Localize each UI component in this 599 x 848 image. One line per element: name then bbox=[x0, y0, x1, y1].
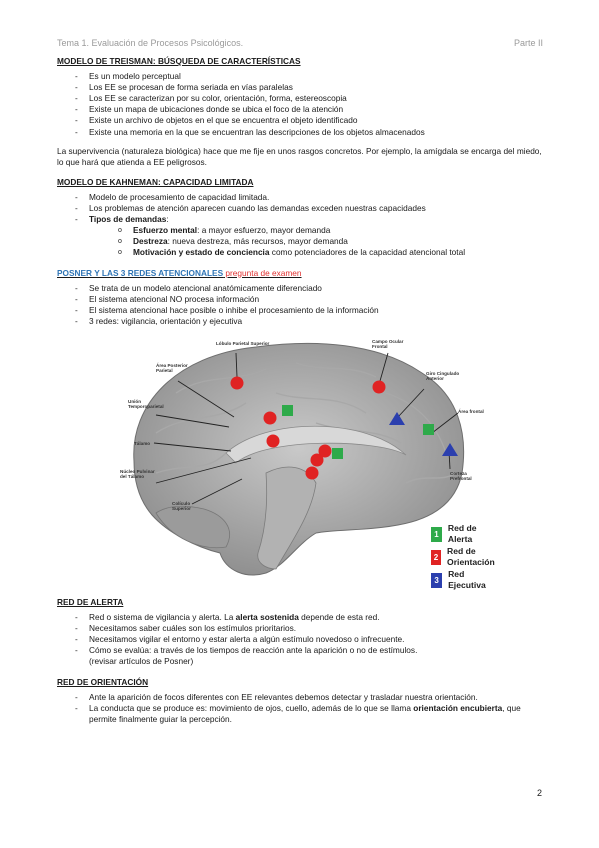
sublist-text: como potenciadores de la capacidad atenc… bbox=[269, 247, 466, 258]
red-marker-lobulo bbox=[230, 376, 244, 390]
list-item: La conducta que se produce es: movimient… bbox=[57, 703, 547, 725]
kahneman-list: Modelo de procesamiento de capacidad lim… bbox=[57, 192, 547, 259]
list-item: Modelo de procesamiento de capacidad lim… bbox=[57, 192, 547, 203]
kahneman-title: MODELO DE KAHNEMAN: CAPACIDAD LIMITADA bbox=[57, 176, 254, 187]
label-area-frontal: Área frontal bbox=[458, 408, 484, 414]
list-item: Necesitamos saber cuáles son los estímul… bbox=[57, 623, 547, 634]
text-span: Red o sistema de vigilancia y alerta. La bbox=[89, 612, 236, 623]
alerta-title: RED DE ALERTA bbox=[57, 596, 124, 607]
cerebellum bbox=[155, 505, 230, 549]
legend-orientacion: 2 Red de Orientación bbox=[431, 546, 500, 568]
list-item: El sistema atencional hace posible o inh… bbox=[57, 305, 547, 316]
label-giro: Giro Cingulado Anterior bbox=[426, 370, 460, 382]
label-lobulo: Lóbulo Parietal Superior bbox=[216, 340, 270, 346]
brain-figure: Lóbulo Parietal Superior Área Posterior … bbox=[116, 332, 495, 590]
text-span: (revisar artículos de Posner) bbox=[89, 656, 194, 667]
orientacion-title: RED DE ORIENTACIÓN bbox=[57, 676, 149, 687]
treisman-paragraph: La supervivencia (naturaleza biológica) … bbox=[57, 145, 542, 167]
text-span: depende de esta red. bbox=[298, 612, 380, 623]
legend-ejecutiva: 3 Red Ejecutiva bbox=[431, 569, 490, 591]
posner-list: Se trata de un modelo atencional anatómi… bbox=[57, 283, 547, 327]
list-item: Los EE se procesan de forma seriada en v… bbox=[57, 82, 547, 93]
page-number: 2 bbox=[536, 788, 542, 798]
green-marker-frontal bbox=[423, 423, 434, 435]
list-item: 3 redes: vigilancia, orientación y ejecu… bbox=[57, 316, 547, 327]
red-marker-campo bbox=[372, 380, 386, 394]
list-item: El sistema atencional NO procesa informa… bbox=[57, 294, 547, 305]
text-span: Cómo se evalúa: a través de los tiempos … bbox=[89, 645, 418, 656]
orientacion-list: Ante la aparición de focos diferentes co… bbox=[57, 692, 547, 725]
list-item: Necesitamos vigilar el entorno y estar a… bbox=[57, 634, 547, 645]
blue-marker-corteza bbox=[442, 442, 458, 456]
alerta-list: Red o sistema de vigilancia y alerta. La… bbox=[57, 612, 547, 667]
legend-label: Red Ejecutiva bbox=[448, 568, 486, 591]
red-marker-union bbox=[266, 434, 280, 448]
list-item-types: Tipos de demandas: Esfuerzo mental: a ma… bbox=[57, 214, 547, 258]
sublist-item: Destreza: nueva destreza, más recursos, … bbox=[89, 236, 547, 247]
sublist-item: Motivación y estado de conciencia como p… bbox=[89, 247, 547, 258]
list-item: Existe un archivo de objetos en el que s… bbox=[57, 115, 547, 126]
list-item: Cómo se evalúa: a través de los tiempos … bbox=[57, 645, 547, 667]
label-union: Unión Temporoparietal bbox=[128, 398, 164, 410]
red-marker-pulvinar bbox=[310, 453, 324, 467]
label-corteza: Corteza Prefrontal bbox=[450, 470, 472, 482]
list-item: Los problemas de atención aparecen cuand… bbox=[57, 203, 547, 214]
bold-span: orientación encubierta bbox=[413, 702, 503, 713]
label-talamo: Tálamo bbox=[134, 440, 151, 446]
legend-box: 2 bbox=[431, 549, 442, 565]
legend-label: Red de Alerta bbox=[447, 522, 477, 545]
pointer-lines bbox=[153, 352, 459, 505]
list-item: Ante la aparición de focos diferentes co… bbox=[57, 692, 547, 703]
label-campo: Campo Ocular Frontal bbox=[372, 338, 404, 350]
types-label: Tipos de demandas bbox=[89, 214, 167, 225]
red-marker-coliculo bbox=[305, 466, 319, 480]
bold-span: alerta sostenida bbox=[235, 612, 299, 623]
legend-label: Red de Orientación bbox=[447, 545, 495, 568]
list-item: Es un modelo perceptual bbox=[57, 71, 547, 82]
page-header-left: Tema 1. Evaluación de Procesos Psicológi… bbox=[57, 38, 244, 48]
page-header-right: Parte II bbox=[513, 38, 543, 48]
blue-marker-giro bbox=[389, 411, 405, 425]
sublist-bold: Esfuerzo mental bbox=[133, 225, 198, 236]
brain-gyri bbox=[155, 362, 457, 484]
posner-title: POSNER Y LAS 3 REDES ATENCIONALES bbox=[57, 267, 224, 278]
label-coliculo: Colículo Superior bbox=[172, 500, 191, 512]
treisman-title: MODELO DE TREISMAN: BÚSQUEDA DE CARACTER… bbox=[57, 56, 301, 66]
sublist-text: : nueva destreza, más recursos, mayor de… bbox=[167, 236, 348, 247]
legend-alerta: 1 Red de Alerta bbox=[431, 523, 488, 545]
green-marker-talamo bbox=[332, 447, 343, 459]
types-colon: : bbox=[166, 214, 169, 225]
sublist-bold: Motivación y estado de conciencia bbox=[133, 247, 270, 258]
red-marker-talamo bbox=[318, 444, 332, 458]
legend-box: 3 bbox=[431, 572, 443, 588]
red-marker-area-posterior bbox=[263, 411, 277, 425]
text-span: , que permite finalmente guiar la percep… bbox=[89, 702, 521, 724]
label-nucleo: Núcleo Pulvinar del Tálamo bbox=[120, 468, 155, 480]
list-item: Existe un mapa de ubicaciones donde se u… bbox=[57, 104, 547, 115]
sublist-item: Esfuerzo mental: a mayor esfuerzo, mayor… bbox=[89, 225, 547, 236]
text-span: La conducta que se produce es: movimient… bbox=[89, 702, 414, 713]
list-item: Se trata de un modelo atencional anatómi… bbox=[57, 283, 547, 294]
list-item: Existe una memoria en la que se encuentr… bbox=[57, 127, 547, 138]
posner-heading: POSNER Y LAS 3 REDES ATENCIONALES pregun… bbox=[57, 268, 547, 279]
treisman-list: Es un modelo perceptual Los EE se proces… bbox=[57, 71, 547, 138]
legend-box: 1 bbox=[431, 526, 442, 542]
label-area-posterior: Área Posterior Parietal bbox=[156, 362, 188, 374]
types-sublist: Esfuerzo mental: a mayor esfuerzo, mayor… bbox=[89, 225, 547, 258]
sublist-text: : a mayor esfuerzo, mayor demanda bbox=[197, 225, 331, 236]
page-content: MODELO DE TREISMAN: BÚSQUEDA DE CARACTER… bbox=[57, 56, 547, 725]
sublist-bold: Destreza bbox=[133, 236, 168, 247]
list-item: Los EE se caracterizan por su color, ori… bbox=[57, 93, 547, 104]
list-item: Red o sistema de vigilancia y alerta. La… bbox=[57, 612, 547, 623]
exam-note: pregunta de examen bbox=[223, 267, 302, 278]
green-marker-area-posterior bbox=[282, 404, 293, 416]
brain-illustration bbox=[116, 332, 488, 585]
